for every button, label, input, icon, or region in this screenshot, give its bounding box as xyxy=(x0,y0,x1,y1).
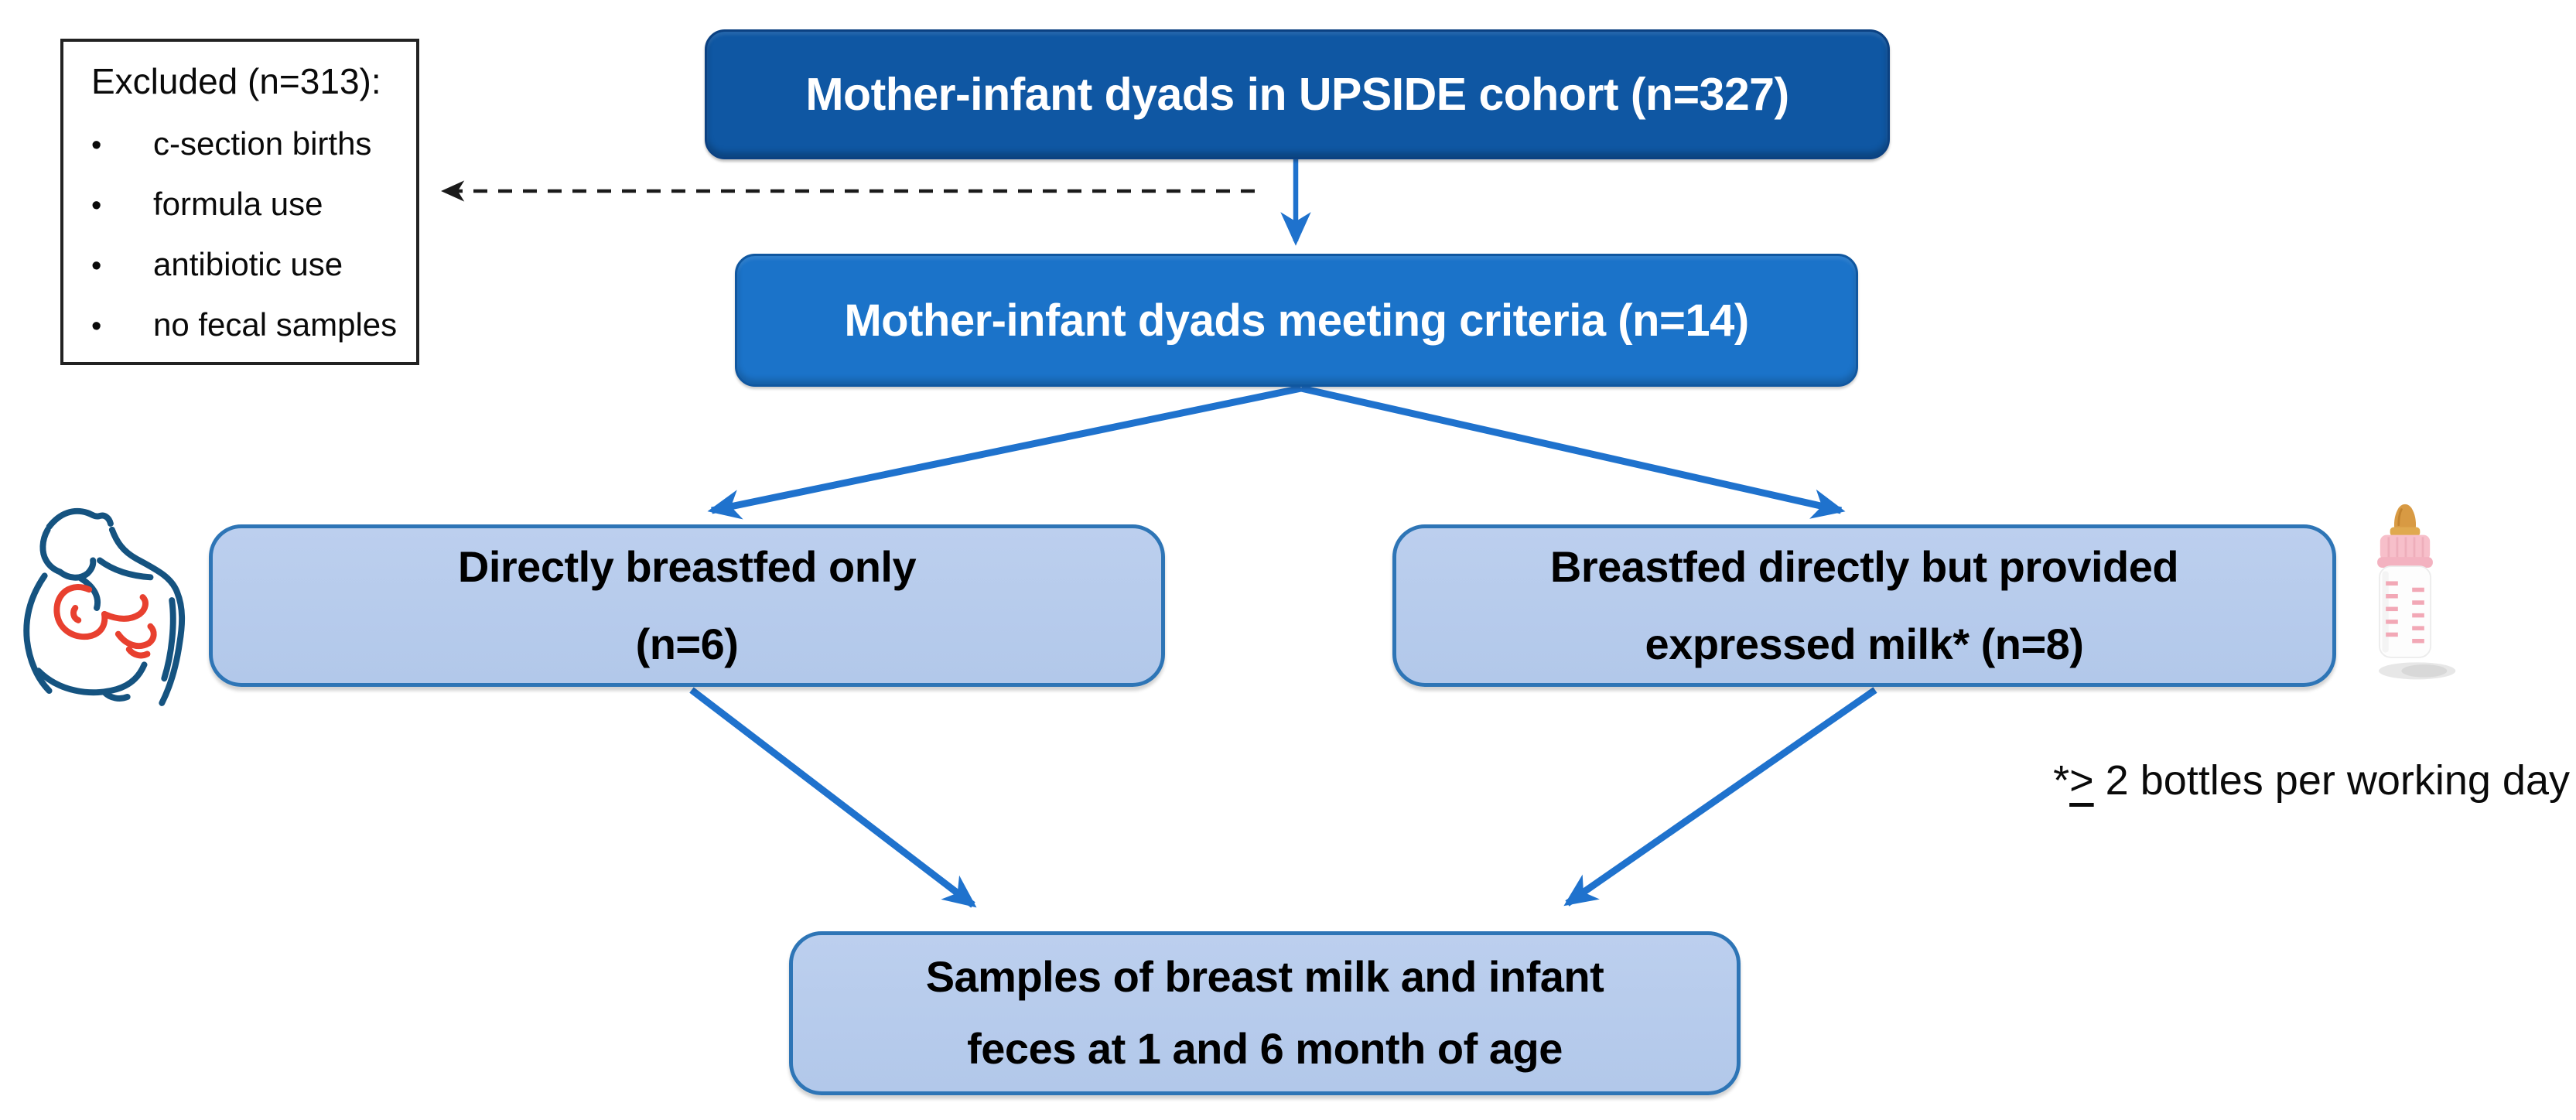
direct-breastfed-line1: Directly breastfed only xyxy=(457,542,917,592)
expressed-milk-line1: Breastfed directly but provided xyxy=(1549,542,2179,592)
excluded-item-label: c-section births xyxy=(153,125,372,162)
expressed-milk-box: Breastfed directly but provided expresse… xyxy=(1392,524,2336,687)
bottle-cap xyxy=(2377,534,2433,568)
cohort-label: Mother-infant dyads in UPSIDE cohort (n=… xyxy=(805,69,1789,120)
excluded-item: • antibiotic use xyxy=(91,246,408,283)
bottle-body xyxy=(2378,565,2432,658)
criteria-label: Mother-infant dyads meeting criteria (n=… xyxy=(844,295,1749,346)
expressed-to-samples-arrow xyxy=(1563,687,1877,907)
excluded-item-label: formula use xyxy=(153,186,323,222)
footnote: *> 2 bottles per working day xyxy=(2007,709,2570,852)
excluded-item: • formula use xyxy=(91,186,408,223)
baby-bottle-icon xyxy=(2377,504,2456,680)
excluded-item-label: no fecal samples xyxy=(153,306,398,343)
bullet-icon: • xyxy=(91,250,102,282)
footnote-text: 2 bottles per working day xyxy=(2093,757,2570,804)
direct-to-samples-arrow xyxy=(689,687,977,908)
direct-breastfed-line2: (n=6) xyxy=(635,620,739,668)
baby-outline xyxy=(53,584,157,659)
breastfeeding-mother-icon xyxy=(23,507,186,706)
bottle-shadow xyxy=(2378,662,2456,680)
cohort-box: Mother-infant dyads in UPSIDE cohort (n=… xyxy=(705,29,1890,159)
footnote-star: * xyxy=(2053,757,2070,804)
criteria-to-direct-arrow xyxy=(707,384,1302,520)
direct-breastfed-box: Directly breastfed only (n=6) xyxy=(209,524,1165,687)
criteria-box: Mother-infant dyads meeting criteria (n=… xyxy=(735,254,1858,387)
excluded-box: Excluded (n=313): • c-section births • f… xyxy=(60,39,419,365)
expressed-milk-line2: expressed milk* (n=8) xyxy=(1645,620,2084,668)
mother-outline xyxy=(23,507,186,706)
excluded-title: Excluded (n=313): xyxy=(91,61,381,101)
samples-box: Samples of breast milk and infant feces … xyxy=(789,931,1741,1095)
criteria-to-expressed-arrow xyxy=(1300,384,1846,519)
excluded-item: • no fecal samples xyxy=(91,306,408,343)
samples-line1: Samples of breast milk and infant xyxy=(925,952,1604,1002)
samples-line2: feces at 1 and 6 month of age xyxy=(967,1024,1563,1073)
footnote-gte-symbol: > xyxy=(2069,757,2094,804)
bullet-icon: • xyxy=(91,310,102,343)
excluded-item-label: antibiotic use xyxy=(153,246,343,282)
bottle-nipple xyxy=(2390,504,2421,537)
bottle-scale-marks xyxy=(2386,581,2424,644)
excluded-item: • c-section births xyxy=(91,125,408,162)
bullet-icon: • xyxy=(91,129,102,162)
bullet-icon: • xyxy=(91,190,102,222)
